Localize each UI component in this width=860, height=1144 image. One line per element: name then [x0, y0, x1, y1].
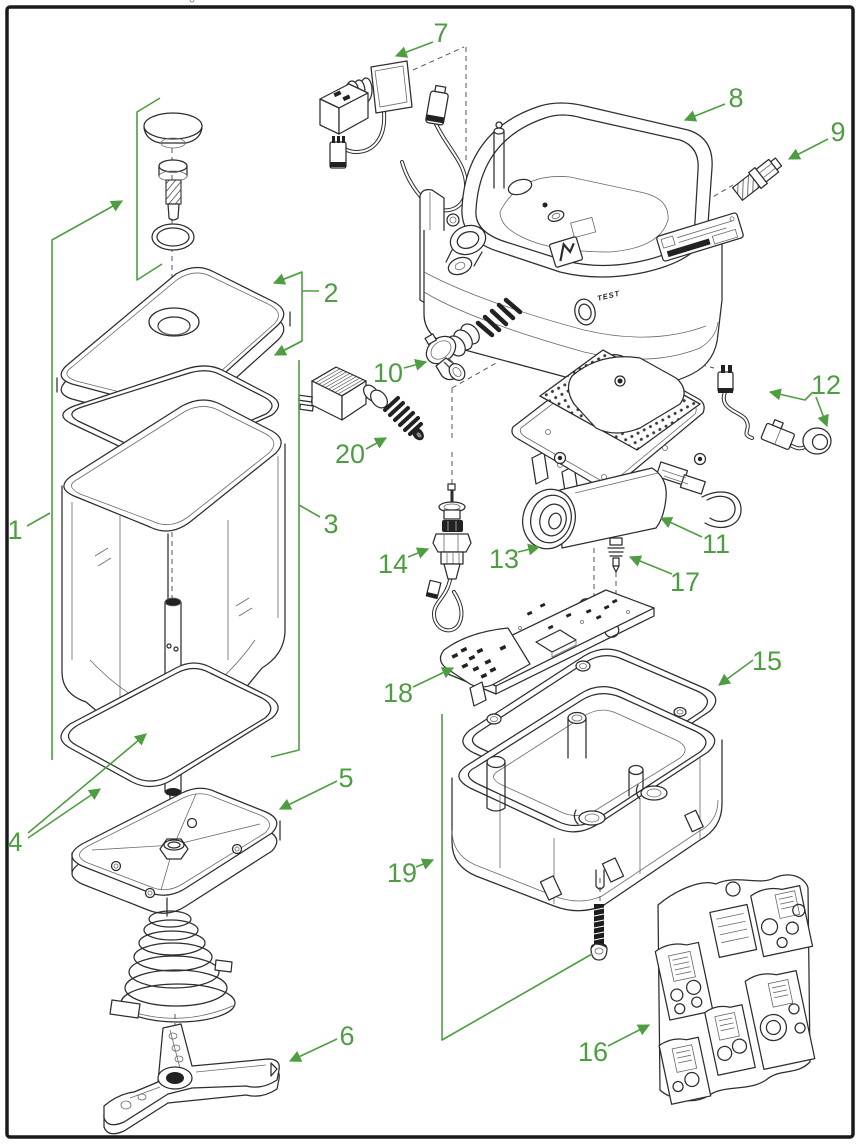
svg-text:11: 11 [702, 529, 730, 559]
part-base-plate [71, 0, 281, 917]
part-elbow-fitting [424, 297, 523, 381]
kit-bag [704, 1004, 756, 1076]
callout-15: 15 [718, 646, 782, 686]
part-deck-connector-cable [319, 60, 469, 213]
callouts: 1 2 3 4 5 6 7 8 [7, 18, 845, 1067]
part-solenoid-valve [298, 366, 424, 441]
callout-11: 11 [659, 517, 730, 559]
part-tripod-bracket [103, 1023, 280, 1135]
kit-bag [744, 969, 816, 1071]
part-lower-housing [451, 686, 723, 912]
svg-text:8: 8 [728, 83, 743, 113]
svg-text:1: 1 [7, 515, 22, 545]
callout-13: 13 [489, 543, 541, 574]
part-mounting-screw [590, 904, 608, 961]
callout-1: 1 [7, 97, 163, 760]
svg-text:17: 17 [670, 567, 700, 597]
callout-2: 2 [272, 271, 339, 356]
part-pump-assembly [511, 349, 742, 550]
callout-16: 16 [578, 1024, 651, 1067]
part-cap-assembly [143, 112, 203, 251]
kit-bag [654, 941, 714, 1021]
svg-text:9: 9 [830, 117, 845, 147]
svg-text:4: 4 [7, 827, 22, 857]
svg-text:13: 13 [489, 544, 519, 574]
callout-3: 3 [270, 360, 339, 758]
part-tank-body [61, 399, 286, 762]
housing-logo [548, 236, 584, 268]
svg-text:3: 3 [323, 509, 338, 539]
part-check-valve [607, 537, 625, 573]
svg-text:19: 19 [387, 858, 417, 888]
part-wire-button [717, 365, 832, 455]
svg-text:5: 5 [338, 763, 353, 793]
callout-17: 17 [628, 555, 700, 597]
part-service-kit-sheet [654, 874, 816, 1105]
svg-text:10: 10 [373, 358, 403, 388]
part-level-sensor [425, 483, 472, 633]
svg-text:14: 14 [378, 549, 408, 579]
svg-text:7: 7 [433, 18, 448, 48]
kit-bag [658, 1036, 712, 1105]
callout-12: 12 [768, 370, 841, 428]
callout-14: 14 [378, 547, 430, 579]
part-inlet-fitting [731, 157, 783, 202]
callout-6: 6 [288, 1021, 355, 1062]
svg-text:6: 6 [339, 1021, 354, 1051]
part-base-gasket [60, 662, 279, 788]
svg-text:16: 16 [578, 1037, 608, 1067]
callout-7: 7 [394, 18, 449, 58]
part-spring [109, 910, 236, 1023]
kit-bag [750, 884, 814, 958]
part-upper-housing: TEST [419, 102, 744, 389]
part-motor [522, 467, 667, 550]
callout-20: 20 [335, 437, 388, 469]
svg-text:15: 15 [752, 646, 782, 676]
svg-text:2: 2 [323, 278, 338, 308]
callout-10: 10 [373, 358, 428, 388]
svg-text:18: 18 [383, 678, 413, 708]
callout-18: 18 [383, 667, 455, 708]
svg-text:20: 20 [335, 439, 365, 469]
part-circuit-board [439, 589, 655, 707]
part-tank-lid [56, 266, 291, 429]
callout-9: 9 [787, 117, 846, 160]
housing-spec-label [656, 212, 744, 262]
callout-19: 19 [387, 714, 593, 1041]
svg-text:12: 12 [811, 370, 841, 400]
kit-card [709, 903, 758, 959]
callout-5: 5 [278, 763, 354, 810]
callout-4: 4 [7, 733, 147, 857]
callout-8: 8 [683, 83, 744, 122]
